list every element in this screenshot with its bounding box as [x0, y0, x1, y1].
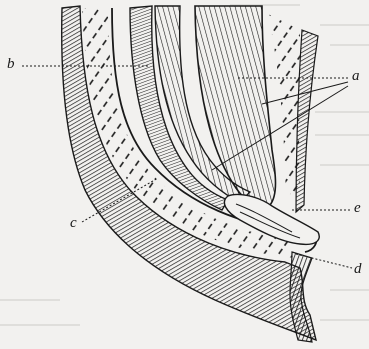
- label-d: d: [354, 262, 362, 277]
- label-e: e: [354, 201, 361, 216]
- label-a: a: [352, 69, 360, 84]
- label-c: c: [70, 216, 77, 231]
- label-b: b: [7, 57, 15, 72]
